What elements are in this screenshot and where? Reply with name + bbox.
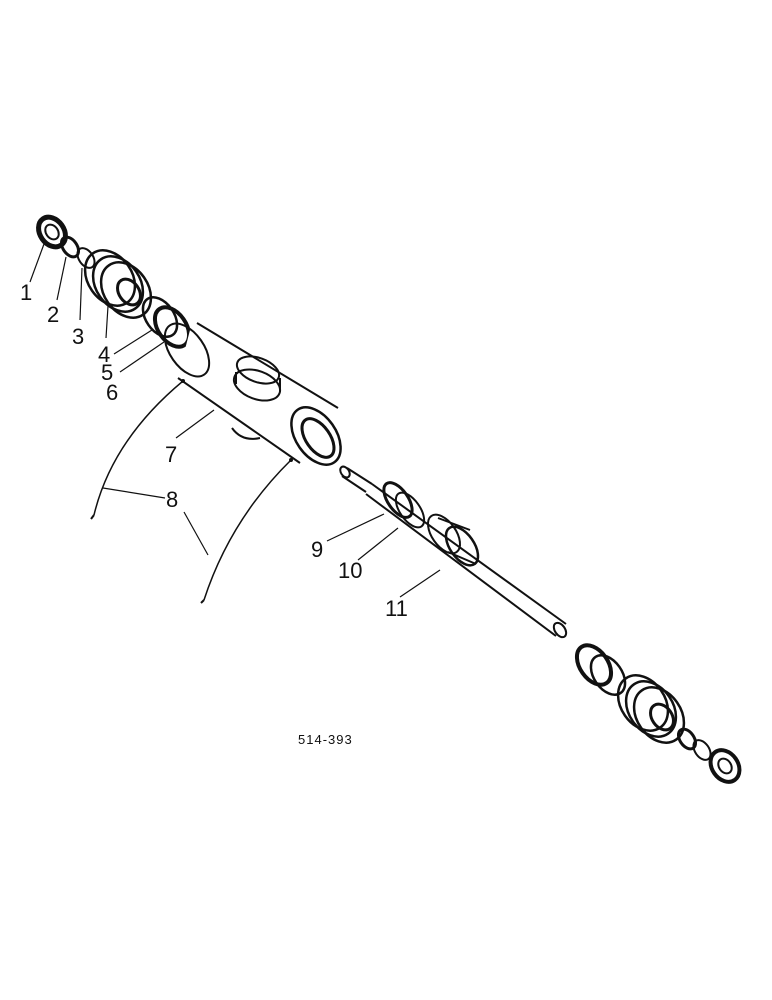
part-label-3: 3	[72, 324, 84, 349]
part-label-11: 11	[385, 596, 408, 621]
part-4-gland	[83, 249, 153, 319]
part-10-ring	[394, 491, 426, 529]
part-1-nut	[36, 214, 68, 250]
part-9-ring	[382, 481, 414, 519]
part-label-7: 7	[165, 442, 177, 467]
leader-lines	[29, 243, 441, 598]
part-label-8: 8	[166, 487, 178, 512]
lower-nut	[708, 748, 742, 784]
part-label-4: 4	[98, 342, 110, 367]
part-label-9: 9	[311, 537, 323, 562]
part-7-cylinder-body	[163, 322, 342, 470]
lower-gland	[616, 674, 686, 744]
part-2-washer	[59, 235, 81, 259]
part-label-5: 5	[101, 360, 113, 385]
part-labels: 1 2 3 4 5 6 7 8 9 10 11	[20, 280, 408, 621]
drawing-code: 514-393	[298, 732, 353, 747]
lower-washers	[676, 727, 712, 761]
part-8-lines	[90, 380, 292, 604]
part-label-10: 10	[338, 558, 362, 583]
lower-seal-rings	[574, 643, 627, 696]
part-11-piston-rod	[339, 465, 568, 639]
part-6-seal-ring	[152, 305, 192, 349]
part-label-2: 2	[47, 302, 59, 327]
part-label-6: 6	[106, 380, 118, 405]
part-label-1: 1	[20, 280, 32, 305]
